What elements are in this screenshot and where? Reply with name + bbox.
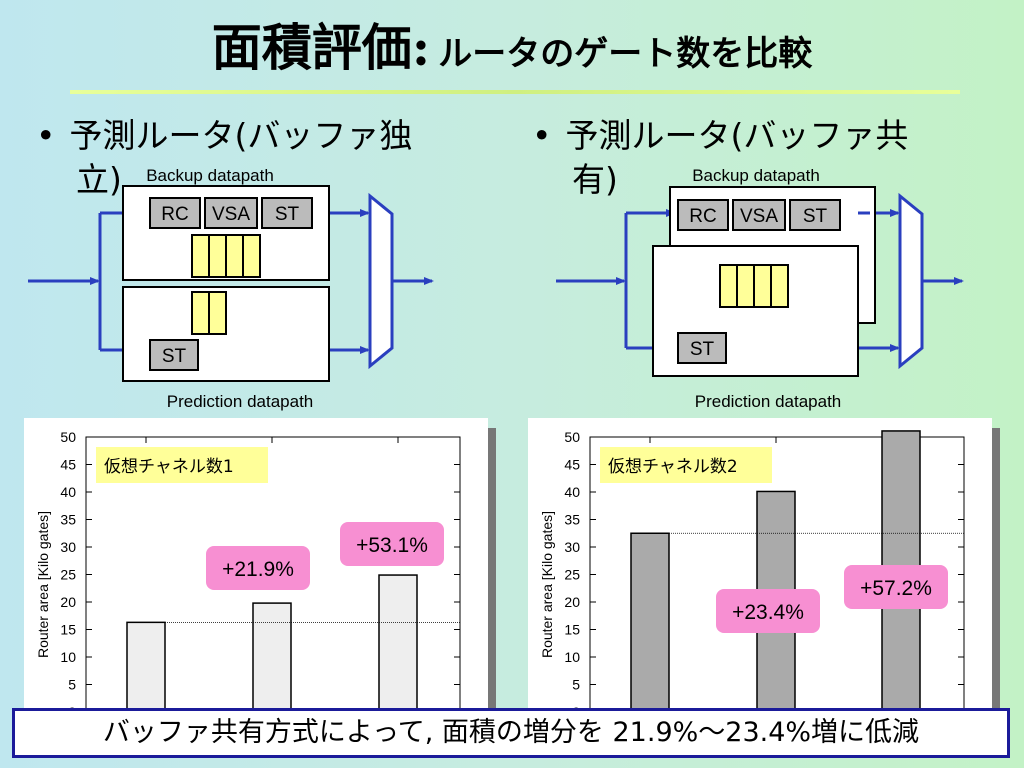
legend-text: 仮想チャネル数2 <box>608 457 738 477</box>
y-tick-label: 20 <box>564 594 580 610</box>
bullet-marker: • <box>532 116 552 155</box>
chart-vc2: 05101520253035404550Router area [Kilo ga… <box>528 418 1000 720</box>
st-module-pred <box>677 332 727 364</box>
rc-label: RC <box>689 206 716 227</box>
y-tick-label: 35 <box>60 512 76 528</box>
vsa-module <box>732 199 786 231</box>
rc-label: RC <box>161 204 188 225</box>
modules-left: RC VSA ST ST <box>149 197 313 371</box>
mux-icon <box>368 192 394 370</box>
vsa-label: VSA <box>212 204 250 225</box>
rc-module <box>149 197 201 229</box>
y-tick-label: 5 <box>572 677 580 693</box>
prediction-label-left: Prediction datapath <box>167 392 314 411</box>
annotation-box <box>716 589 820 633</box>
title-underline <box>70 90 960 94</box>
bullet-left: • 予測ルータ(バッファ独 立) <box>36 114 412 202</box>
bar <box>378 574 418 713</box>
modules-right: RC VSA ST ST <box>677 199 841 364</box>
y-tick-label: 40 <box>60 484 76 500</box>
y-tick-label: 25 <box>564 567 580 583</box>
y-tick-label: 50 <box>564 429 580 445</box>
legend-text: 仮想チャネル数1 <box>104 457 234 477</box>
title-sub: ルータのゲート数を比較 <box>438 34 813 74</box>
st-module-pred <box>149 339 199 371</box>
bullet-right: • 予測ルータ(バッファ共 有) <box>532 114 908 202</box>
st-label-pred: ST <box>690 339 715 360</box>
y-tick-label: 45 <box>564 457 580 473</box>
backup-label-left: Backup datapath <box>146 166 274 185</box>
annotation-label: +53.1% <box>356 534 428 557</box>
y-axis-label: Router area [Kilo gates] <box>35 511 51 658</box>
bar <box>630 532 670 713</box>
y-tick-label: 35 <box>564 512 580 528</box>
st-label: ST <box>803 206 828 227</box>
page-title: 面積評価:ルータのゲート数を比較 <box>0 8 1024 80</box>
st-label-pred: ST <box>162 346 187 367</box>
buffer-icon-backup <box>191 234 261 278</box>
y-tick-label: 15 <box>60 622 76 638</box>
bullet-right-line2: 有) <box>572 160 618 199</box>
buffer-icon-shared <box>719 264 789 308</box>
bullet-right-line1: 予測ルータ(バッファ共 <box>565 116 909 155</box>
chart-shadow <box>488 428 496 718</box>
annotation-box <box>844 565 948 609</box>
annotation-box <box>340 522 444 566</box>
annotation-label: +23.4% <box>732 601 804 624</box>
y-tick-label: 10 <box>60 649 76 665</box>
annotation-label: +57.2% <box>860 577 932 600</box>
annotation-box <box>206 546 310 590</box>
y-tick-label: 30 <box>564 539 580 555</box>
annotation-label: +21.9% <box>222 558 294 581</box>
bar <box>252 602 292 713</box>
bullet-left-line1: 予測ルータ(バッファ独 <box>69 116 413 155</box>
bar <box>126 621 166 713</box>
rc-module <box>677 199 729 231</box>
legend-box <box>600 447 772 483</box>
y-tick-label: 20 <box>60 594 76 610</box>
y-axis-label: Router area [Kilo gates] <box>539 511 555 658</box>
st-module <box>261 197 313 229</box>
vsa-label: VSA <box>740 206 778 227</box>
y-tick-label: 10 <box>564 649 580 665</box>
conclusion-box: バッファ共有方式によって, 面積の増分を 21.9%～23.4%増に低減 <box>12 708 1010 758</box>
y-tick-label: 30 <box>60 539 76 555</box>
chart-shadow <box>992 428 1000 718</box>
chart-vc1: 05101520253035404550Router area [Kilo ga… <box>24 418 496 720</box>
y-tick-label: 40 <box>564 484 580 500</box>
legend-box <box>96 447 268 483</box>
conclusion-text: バッファ共有方式によって, 面積の増分を 21.9%～23.4%増に低減 <box>102 717 920 748</box>
y-tick-label: 5 <box>68 677 76 693</box>
bullet-marker: • <box>36 116 56 155</box>
bullet-left-line2: 立) <box>76 160 122 199</box>
title-main: 面積評価: <box>211 18 431 77</box>
prediction-label-right: Prediction datapath <box>695 392 842 411</box>
y-tick-label: 25 <box>60 567 76 583</box>
st-module <box>789 199 841 231</box>
mux-icon <box>898 192 924 370</box>
y-tick-label: 50 <box>60 429 76 445</box>
vsa-module <box>204 197 258 229</box>
y-tick-label: 45 <box>60 457 76 473</box>
buffer-icon-pred <box>191 291 227 335</box>
y-tick-label: 15 <box>564 622 580 638</box>
backup-label-right: Backup datapath <box>692 166 820 185</box>
st-label: ST <box>275 204 300 225</box>
